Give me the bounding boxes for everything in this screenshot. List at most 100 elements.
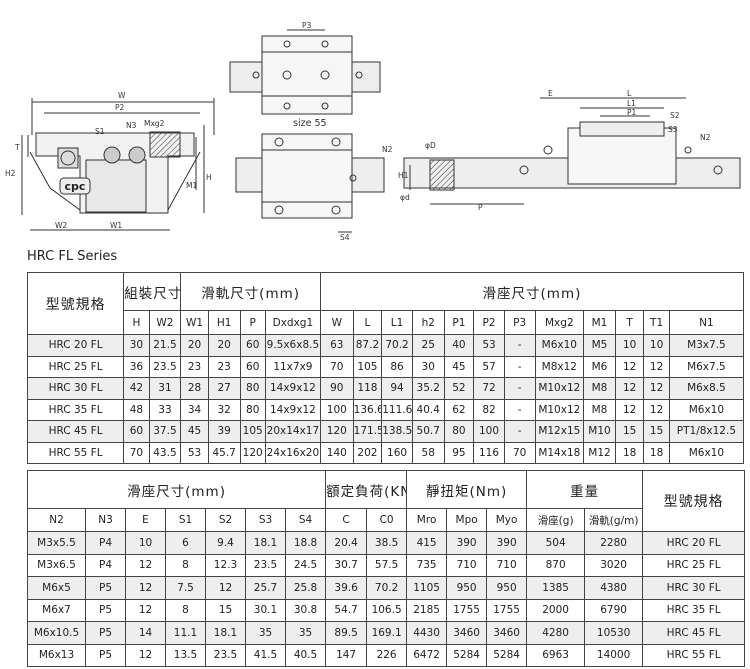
table-cell: 54.7 <box>325 598 368 622</box>
t2-col-mro: Mro <box>406 508 448 532</box>
table-cell: 226 <box>366 643 408 667</box>
table-cell: 48 <box>123 398 150 421</box>
table-cell: M6x10 <box>668 398 745 421</box>
label-p3: P3 <box>302 21 312 30</box>
table-cell: P4 <box>85 553 126 577</box>
label-l1: L1 <box>627 99 636 108</box>
table-cell: 4380 <box>584 576 644 600</box>
t1-col-m1: M1 <box>583 310 616 335</box>
table-cell: 1105 <box>406 576 448 600</box>
table-cell: M12 <box>583 441 616 464</box>
label-mxg2: Mxg2 <box>144 119 165 128</box>
label-n2-side: N2 <box>700 133 711 142</box>
table-cell: 390 <box>446 531 488 555</box>
table-cell: 25.7 <box>245 576 286 600</box>
table-cell: M8x12 <box>534 355 585 378</box>
side-view-drawing <box>403 97 741 205</box>
table-cell: 6472 <box>406 643 448 667</box>
table-cell: M3x6.5 <box>27 553 86 577</box>
table-cell: 52 <box>443 377 475 400</box>
table-cell: M6 <box>583 355 616 378</box>
table-cell: 20.4 <box>325 531 368 555</box>
table-cell: 2280 <box>584 531 644 555</box>
t2-col-s3: S3 <box>245 508 286 532</box>
table-cell: M14x18 <box>534 441 585 464</box>
table-cell: 14x9x12 <box>264 377 321 400</box>
table-cell: 87.2 <box>352 334 383 357</box>
table-cell: 12 <box>643 355 670 378</box>
table-cell: 95 <box>443 441 475 464</box>
table-cell: 45 <box>443 355 475 378</box>
t1-col-dxdxg1: Dxdxg1 <box>264 310 321 335</box>
table-cell: 12 <box>125 553 166 577</box>
table-cell: 105 <box>352 355 383 378</box>
table-cell: 58 <box>411 441 445 464</box>
table-cell: 20 <box>180 334 209 357</box>
t2-header-load: 額定負荷(KN) <box>325 470 408 509</box>
table-cell: 70 <box>319 355 354 378</box>
table-cell: 20 <box>207 334 241 357</box>
t1-col-p2: P2 <box>473 310 505 335</box>
table-cell: 24x16x20 <box>264 441 321 464</box>
table-cell: 3460 <box>446 621 488 645</box>
table-cell: 100 <box>319 398 354 421</box>
model-cell: HRC 30 FL <box>26 377 125 400</box>
model-cell: HRC 20 FL <box>26 334 125 357</box>
cpc-logo: cpc <box>59 177 91 195</box>
table-cell: 53 <box>473 334 505 357</box>
table-cell: 23.5 <box>205 643 246 667</box>
table-cell: - <box>503 420 536 443</box>
table-cell: 40.5 <box>284 643 327 667</box>
label-t: T <box>14 143 20 152</box>
table-cell: M6x8.5 <box>668 377 745 400</box>
label-n3: N3 <box>126 121 137 130</box>
t1-col-p: P <box>239 310 266 335</box>
series-title: HRC FL Series <box>27 249 118 264</box>
table-cell: 106.5 <box>366 598 408 622</box>
table-cell: 18.1 <box>205 621 246 645</box>
table-cell: 8 <box>165 598 206 622</box>
table-cell: 950 <box>486 576 528 600</box>
table-cell: 118 <box>352 377 383 400</box>
table-cell: 11.1 <box>165 621 206 645</box>
table-cell: 37.5 <box>148 420 182 443</box>
table-cell: 23 <box>180 355 209 378</box>
table-cell: 14x9x12 <box>264 398 321 421</box>
t2-header-block: 滑座尺寸(mm) <box>26 470 327 509</box>
table-cell: 30 <box>411 355 445 378</box>
table-cell: 30 <box>123 334 150 357</box>
table-cell: 12 <box>614 355 645 378</box>
size-caption: size 55 <box>293 118 327 129</box>
table-cell: 111.6 <box>381 398 413 421</box>
table-cell: 12 <box>643 377 670 400</box>
table-cell: - <box>503 355 536 378</box>
table-cell: - <box>503 334 536 357</box>
t2-col-myo: Myo <box>486 508 528 532</box>
table-cell: M5 <box>583 334 616 357</box>
table-cell: 43.5 <box>148 441 182 464</box>
table-cell: 140 <box>319 441 354 464</box>
table-cell: 33 <box>148 398 182 421</box>
table-cell: 710 <box>486 553 528 577</box>
table-cell: 18.8 <box>284 531 327 555</box>
table-cell: P5 <box>85 621 126 645</box>
label-s2: S2 <box>670 111 680 120</box>
label-p2: P2 <box>115 103 125 112</box>
table-cell: 32 <box>207 398 241 421</box>
table-cell: M6x10 <box>534 334 585 357</box>
table-cell: M6x7 <box>27 598 86 622</box>
t2-col-n2: N2 <box>27 508 86 532</box>
table-cell: P4 <box>85 531 126 555</box>
table-cell: 415 <box>406 531 448 555</box>
table-cell: 23.5 <box>245 553 286 577</box>
label-w2: W2 <box>55 221 67 230</box>
table-cell: 6790 <box>584 598 644 622</box>
table-cell: M8 <box>583 377 616 400</box>
model-cell: HRC 35 FL <box>26 398 125 421</box>
table-cell: 24.5 <box>284 553 327 577</box>
t1-header-model: 型號規格 <box>26 272 125 335</box>
